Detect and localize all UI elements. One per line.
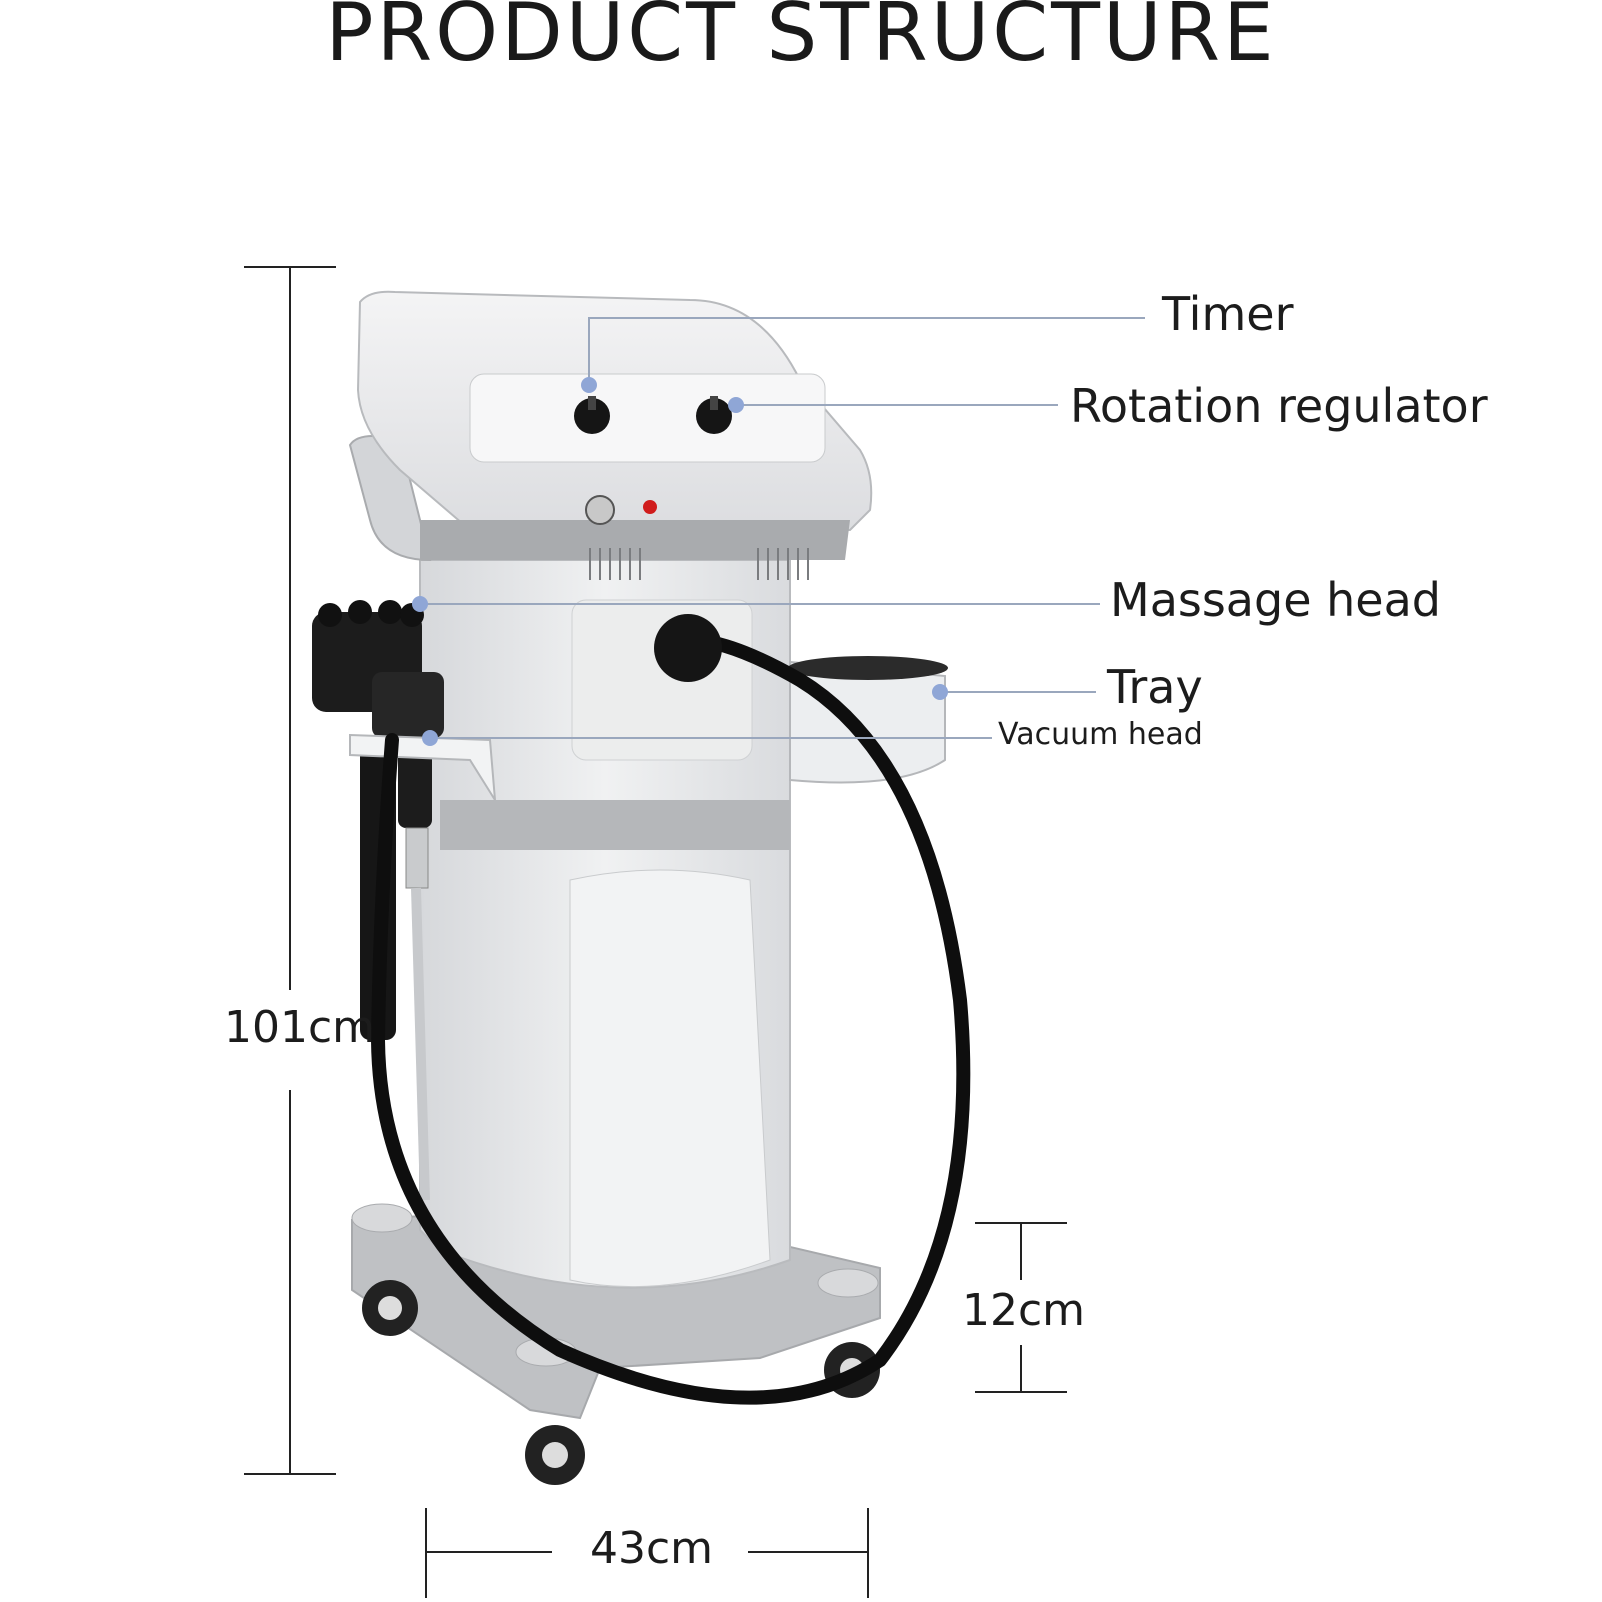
massage-head-connector [654, 614, 722, 682]
width-dimension [425, 1508, 869, 1598]
vent-grilles [589, 548, 809, 580]
base-height-dimension [975, 1222, 1067, 1393]
timer-knob [574, 396, 610, 434]
callout-dots [412, 377, 948, 746]
rotation-knob [696, 396, 732, 434]
massage-head-label: Massage head [1110, 573, 1441, 627]
tray [788, 656, 948, 784]
control-console [356, 290, 873, 580]
callout-leader-lines [420, 317, 1145, 739]
hand-piece-cables [371, 633, 971, 1405]
vacuum-head-handpiece [372, 672, 444, 1201]
power-switch [585, 495, 615, 525]
width-dimension-label: 43cm [590, 1523, 714, 1574]
height-dimension [244, 266, 336, 1475]
height-dimension-label: 101cm [224, 1002, 376, 1053]
page-title: PRODUCT STRUCTURE [325, 0, 1277, 79]
rotation-regulator-label: Rotation regulator [1070, 379, 1488, 433]
indicator-light [643, 500, 657, 514]
vacuum-head-label: Vacuum head [998, 717, 1203, 752]
base-height-dimension-label: 12cm [962, 1285, 1086, 1336]
tray-label: Tray [1107, 660, 1203, 714]
timer-label: Timer [1162, 287, 1294, 341]
machine-body [419, 559, 791, 1289]
